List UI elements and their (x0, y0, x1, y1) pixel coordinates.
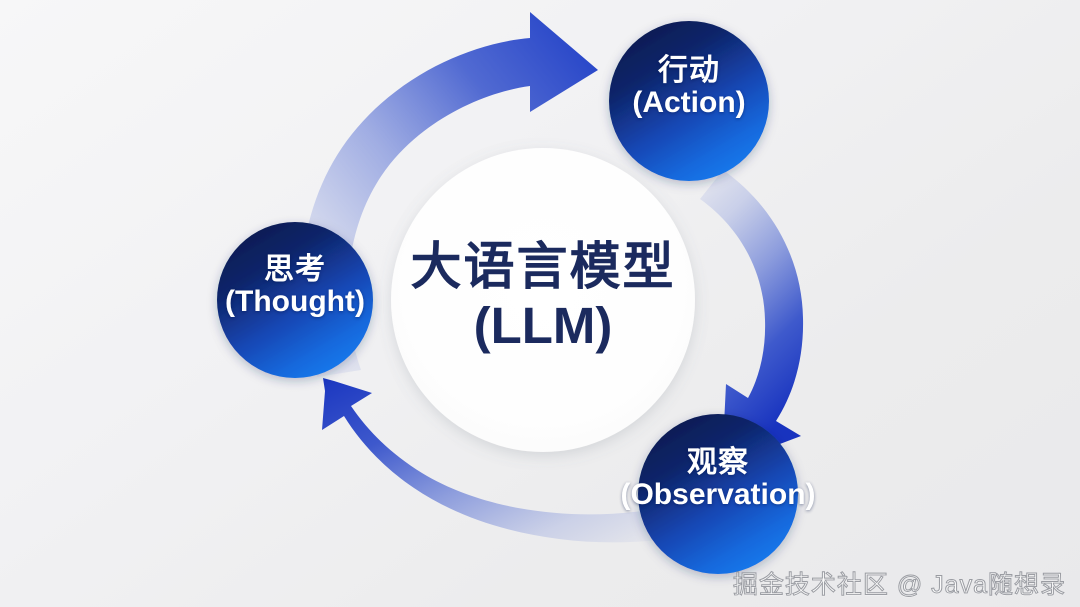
arrow-observation-to-thought (322, 378, 658, 543)
llm-core-circle[interactable] (391, 148, 695, 452)
node-circle-action[interactable] (609, 21, 769, 181)
node-circle-observation[interactable] (638, 414, 798, 574)
arrow-action-to-observation (700, 170, 804, 466)
node-circle-thought[interactable] (217, 222, 373, 378)
